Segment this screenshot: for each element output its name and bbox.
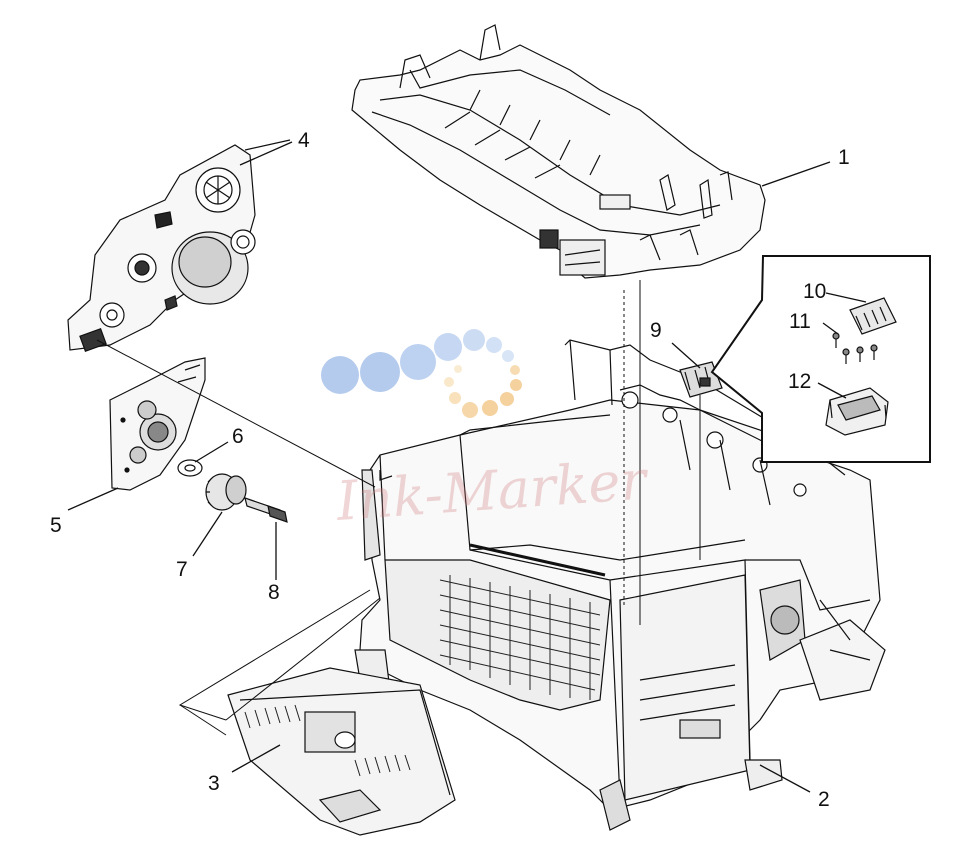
- callout-6: 6: [232, 425, 244, 448]
- part-5-gear-bracket: [109, 357, 206, 491]
- callout-4: 4: [298, 129, 310, 152]
- callout-7: 7: [176, 558, 188, 581]
- callout-11: 11: [789, 310, 811, 333]
- callout-10: 10: [803, 280, 827, 303]
- callout-9: 9: [650, 319, 662, 342]
- part-1-top-frame: [351, 24, 766, 279]
- callout-3: 3: [208, 772, 220, 795]
- part-7-gear: [205, 473, 247, 511]
- part-9-connector: [679, 361, 723, 398]
- part-6-washer: [177, 459, 203, 477]
- part-10-connector-block: [849, 297, 897, 335]
- callout-leaders: [67, 141, 867, 793]
- part-2-main-chassis: [354, 339, 886, 831]
- callout-8: 8: [268, 581, 280, 604]
- assembly-lines: [96, 280, 701, 736]
- part-3-roller-unit: [227, 667, 456, 836]
- callout-1: 1: [838, 146, 850, 169]
- part-4-drive-bracket: [67, 139, 291, 353]
- callout-2: 2: [818, 788, 830, 811]
- callout-5: 5: [50, 514, 62, 537]
- callout-12: 12: [788, 370, 812, 393]
- part-8-shaft: [244, 497, 288, 523]
- watermark-logo: [321, 329, 522, 418]
- part-11-pins: [832, 332, 878, 364]
- part-12-housing: [825, 387, 889, 436]
